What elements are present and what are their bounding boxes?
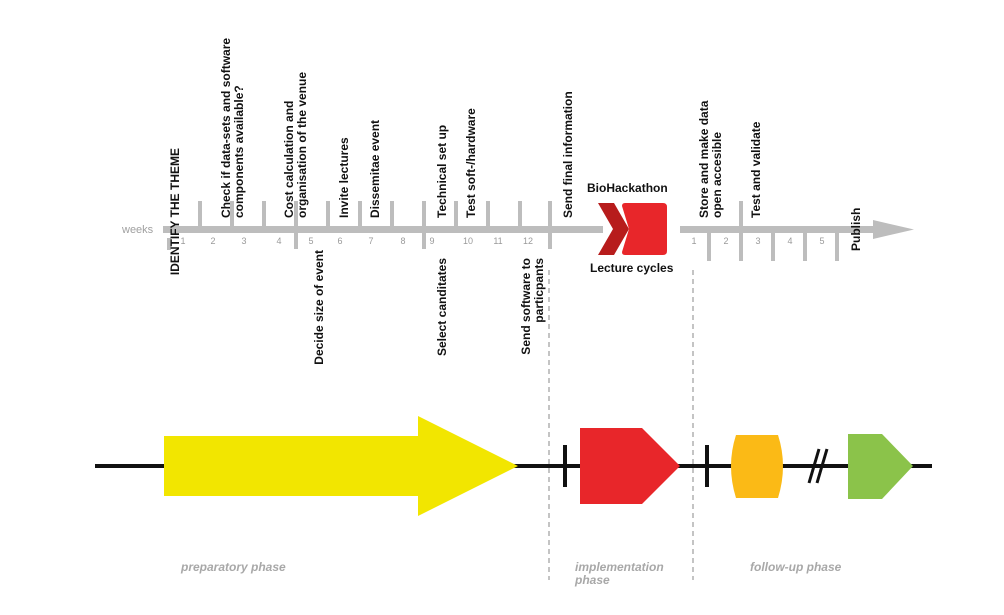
tick — [326, 201, 330, 228]
weeks-label: weeks — [121, 224, 154, 236]
tick — [294, 231, 298, 249]
week-number: 3 — [241, 236, 246, 246]
task-label: Dissemitae event — [368, 120, 382, 218]
task-label: Test soft-/hardware — [464, 108, 478, 218]
tick — [454, 201, 458, 228]
identify-theme-label: IDENTIFY THE THEME — [168, 148, 182, 275]
tick — [739, 231, 743, 261]
pre-week-numbers: 1 2 3 4 5 6 7 8 9 10 11 12 — [180, 236, 533, 246]
tick — [358, 201, 362, 228]
tick — [548, 201, 552, 228]
task-label: Technical set up — [435, 125, 449, 218]
tick — [262, 201, 266, 228]
timeline-arrowhead — [873, 220, 914, 239]
break-slash — [815, 448, 829, 484]
week-number: 1 — [691, 236, 696, 246]
week-number: 2 — [723, 236, 728, 246]
week-number: 6 — [337, 236, 342, 246]
timeline-bar-post — [680, 226, 875, 233]
preparatory-phase-label: preparatory phase — [180, 560, 286, 574]
week-number: 1 — [180, 236, 185, 246]
lecture-cycles-label: Lecture cycles — [590, 261, 674, 275]
week-number: 5 — [819, 236, 824, 246]
tick — [422, 231, 426, 249]
tick — [739, 201, 743, 228]
tick — [422, 201, 426, 228]
task-label: Select canditates — [435, 258, 449, 356]
tick — [835, 231, 839, 261]
tick — [518, 201, 522, 228]
week-number: 5 — [308, 236, 313, 246]
tick — [707, 231, 711, 261]
tick — [294, 201, 298, 228]
task-label: Decide size of event — [312, 250, 326, 365]
tick — [548, 231, 552, 249]
phase-separator-1 — [563, 445, 567, 487]
biohackathon-event-marker: BioHackathon Lecture cycles — [587, 181, 674, 275]
week-number: 4 — [276, 236, 281, 246]
task-label: Cost calculation andorganisation of the … — [282, 72, 309, 218]
break-slash — [807, 448, 821, 484]
tick — [198, 201, 202, 228]
week-number: 4 — [787, 236, 792, 246]
pre-week-ticks — [167, 201, 552, 250]
timeline-bar-pre — [163, 226, 603, 233]
tick — [486, 201, 490, 228]
event-block — [622, 203, 667, 255]
followup-block — [731, 435, 783, 498]
tick — [390, 201, 394, 228]
tick — [167, 238, 171, 250]
followup-phase-label: follow-up phase — [750, 560, 842, 574]
phase-separator-2 — [705, 445, 709, 487]
week-timeline: weeks — [121, 38, 914, 365]
task-label: Store and make dataopen accesible — [697, 100, 724, 218]
task-label: Test and validate — [749, 121, 763, 218]
implementation-block — [580, 428, 680, 504]
task-label: Check if data-sets and softwarecomponent… — [219, 38, 246, 218]
week-number: 7 — [368, 236, 373, 246]
tasks-above: Check if data-sets and softwarecomponent… — [219, 38, 863, 251]
task-label: Send software toparticpants — [519, 258, 546, 355]
timeline-break-icon — [807, 448, 829, 484]
tick — [803, 231, 807, 261]
week-number: 2 — [210, 236, 215, 246]
tick — [771, 231, 775, 261]
week-number: 8 — [400, 236, 405, 246]
post-week-numbers: 1 2 3 4 5 — [691, 236, 824, 246]
week-number: 10 — [463, 236, 473, 246]
preparatory-arrow — [164, 416, 518, 516]
post-week-ticks — [707, 201, 839, 261]
week-number: 12 — [523, 236, 533, 246]
week-number: 3 — [755, 236, 760, 246]
biohackathon-label: BioHackathon — [587, 181, 668, 195]
tasks-below: IDENTIFY THE THEME Decide size of event … — [168, 148, 546, 365]
week-number: 11 — [493, 236, 502, 246]
task-label: Invite lectures — [337, 137, 351, 218]
task-label: Send final information — [561, 91, 575, 218]
publish-block — [848, 434, 913, 499]
event-chevron — [598, 203, 629, 255]
week-number: 9 — [429, 236, 434, 246]
tick — [230, 201, 234, 228]
publish-label: Publish — [849, 208, 863, 251]
